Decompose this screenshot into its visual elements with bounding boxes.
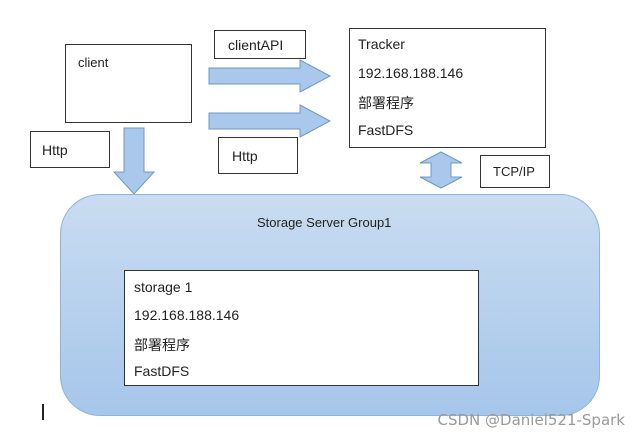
arrow-client-to-tracker-http: [208, 104, 332, 138]
watermark: CSDN @Daniel521-Spark: [437, 411, 625, 429]
storage-line-1: storage 1: [134, 279, 193, 295]
client-label: client: [78, 55, 109, 70]
storage-line-3: 部署程序: [134, 337, 190, 353]
storage-server-group: Storage Server Group1 storage 1 192.168.…: [60, 194, 600, 416]
group-title: Storage Server Group1: [257, 215, 392, 230]
http-left-box: Http: [30, 131, 110, 168]
tracker-box: Tracker 192.168.188.146 部署程序 FastDFS: [349, 28, 546, 148]
tracker-line-1: Tracker: [358, 36, 405, 52]
tracker-line-3: 部署程序: [358, 95, 414, 111]
tracker-line-4: FastDFS: [358, 122, 414, 138]
http-right-label: Http: [232, 148, 258, 164]
tracker-line-2: 192.168.188.146: [358, 65, 464, 81]
client-box: client: [65, 44, 192, 123]
http-right-box: Http: [218, 137, 298, 174]
arrow-tracker-storage-bidirectional: [419, 151, 463, 189]
client-api-label: clientAPI: [228, 37, 284, 53]
storage-box: storage 1 192.168.188.146 部署程序 FastDFS: [124, 270, 479, 386]
tcpip-label: TCP/IP: [493, 164, 535, 179]
arrow-client-to-storage: [112, 127, 156, 195]
text-cursor: [42, 404, 44, 420]
storage-line-4: FastDFS: [134, 363, 190, 379]
http-left-label: Http: [42, 142, 68, 158]
arrow-client-to-tracker-api: [208, 59, 332, 93]
storage-line-2: 192.168.188.146: [134, 307, 240, 323]
client-api-box: clientAPI: [214, 30, 306, 59]
tcpip-box: TCP/IP: [480, 155, 550, 188]
